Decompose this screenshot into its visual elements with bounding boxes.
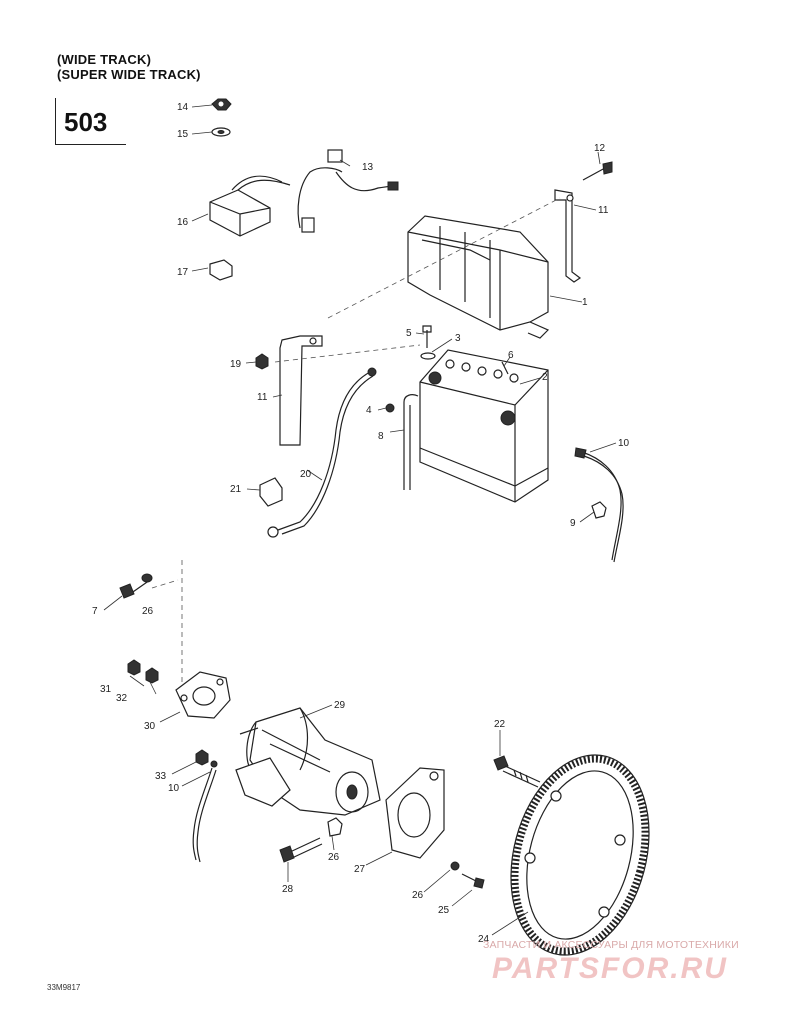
- voltage-regulator: [209, 175, 291, 237]
- nut-33: [195, 749, 209, 766]
- starter-support: [175, 671, 231, 719]
- bolt-22: [493, 755, 541, 788]
- callout-20: 20: [300, 469, 312, 480]
- starter-bracket: [385, 767, 445, 859]
- page-number-box: 503: [55, 98, 126, 145]
- callout-9: 9: [570, 518, 576, 529]
- watermark-subtitle: ЗАПЧАСТИ И АКСЕССУАРЫ ДЛЯ МОТОТЕХНИКИ: [483, 939, 739, 951]
- page-number: 503: [64, 107, 108, 137]
- wiring-harness: [297, 149, 399, 233]
- washer-15: [211, 127, 231, 137]
- callout-33: 33: [155, 771, 167, 782]
- battery-strap-lower: [279, 335, 323, 446]
- battery-strap-upper: [554, 189, 582, 283]
- vent-tube: [403, 394, 419, 490]
- nut-31: [127, 659, 141, 676]
- callout-4: 4: [366, 405, 372, 416]
- positive-cable: [267, 367, 377, 538]
- callout-7: 7: [92, 606, 98, 617]
- callout-26a: 26: [142, 606, 154, 617]
- callout-12: 12: [594, 143, 606, 154]
- washer-3: [420, 352, 436, 360]
- callout-32: 32: [116, 693, 128, 704]
- header-super-wide-track: (SUPER WIDE TRACK): [57, 67, 201, 82]
- nut-4: [385, 403, 395, 413]
- clip-17: [209, 259, 233, 281]
- bolt-25: [461, 873, 485, 889]
- callout-6: 6: [508, 350, 514, 361]
- terminal-cap: [259, 477, 283, 507]
- callout-10b: 10: [168, 783, 180, 794]
- callout-11b: 11: [257, 392, 268, 403]
- nut-19: [255, 353, 269, 370]
- battery-cover: [407, 215, 550, 339]
- callout-3: 3: [455, 333, 461, 344]
- callout-8: 8: [378, 431, 384, 442]
- callout-22: 22: [494, 719, 506, 730]
- negative-cable: [574, 447, 624, 563]
- callout-26c: 26: [412, 890, 424, 901]
- bolt-28: [279, 837, 323, 863]
- callout-30: 30: [144, 721, 156, 732]
- nut-14: [211, 98, 232, 111]
- callout-25: 25: [438, 905, 450, 916]
- electric-starter: [235, 707, 381, 816]
- callout-19: 19: [230, 359, 242, 370]
- header-wide-track: (WIDE TRACK): [57, 52, 152, 67]
- callout-26b: 26: [328, 852, 340, 863]
- callout-31: 31: [100, 684, 112, 695]
- callout-27: 27: [354, 864, 366, 875]
- connector-6: [501, 361, 509, 375]
- leader-lines: [103, 104, 617, 936]
- nut-32: [145, 667, 159, 684]
- callout-11a: 11: [598, 205, 609, 216]
- screw-7: [119, 579, 151, 599]
- callout-15: 15: [177, 129, 189, 140]
- drawing-code: 33M9817: [47, 983, 81, 992]
- callout-1: 1: [582, 297, 588, 308]
- washer-26b: [327, 817, 343, 837]
- callout-24: 24: [478, 934, 490, 945]
- callout-28: 28: [282, 884, 294, 895]
- starter-cable: [192, 760, 218, 863]
- callout-5: 5: [406, 328, 412, 339]
- nut-9: [591, 501, 607, 519]
- callout-labels: 14 15 13 16 17 12 11 1 5 3 6 2 4 8 19 11…: [92, 102, 630, 945]
- callout-13: 13: [362, 162, 374, 173]
- screw-5: [422, 325, 432, 348]
- callout-29: 29: [334, 700, 346, 711]
- callout-21: 21: [230, 484, 242, 495]
- ring-gear: [510, 754, 650, 956]
- callout-2: 2: [542, 372, 548, 383]
- watermark-logo: PARTSFOR.RU: [492, 952, 728, 985]
- callout-16: 16: [177, 217, 189, 228]
- washer-26a: [141, 573, 153, 583]
- callout-10a: 10: [618, 438, 630, 449]
- callout-17: 17: [177, 267, 189, 278]
- washer-26c: [450, 861, 460, 871]
- callout-14: 14: [177, 102, 189, 113]
- screw-12: [582, 161, 613, 181]
- battery: [419, 349, 549, 503]
